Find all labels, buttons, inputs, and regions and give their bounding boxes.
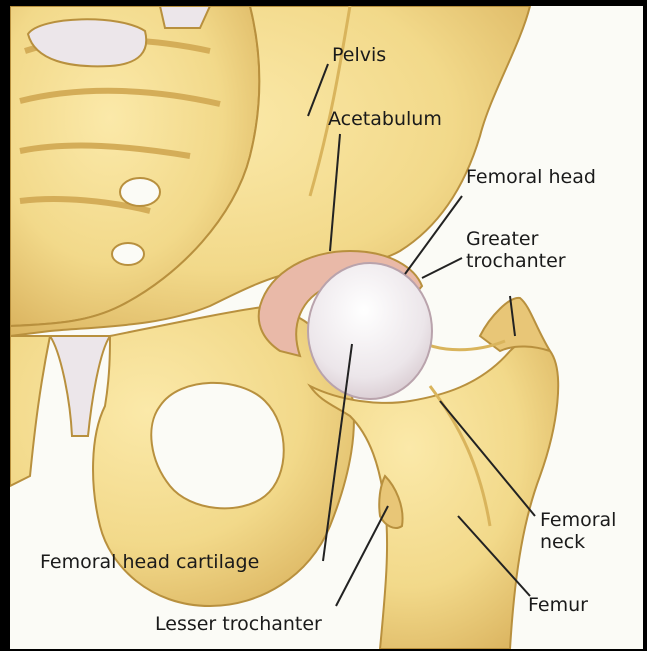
greater-trochanter [480,298,550,351]
label-pelvis: Pelvis [332,44,386,66]
label-femoral-head-cartilage: Femoral head cartilage [40,551,259,573]
label-femoral-neck: Femoral neck [540,509,630,553]
label-femoral-head: Femoral head [466,166,596,188]
label-femur: Femur [528,594,588,616]
label-greater-trochanter: Greater trochanter [466,228,576,272]
label-lesser-trochanter: Lesser trochanter [155,613,322,635]
femoral-head [308,263,432,399]
label-acetabulum: Acetabulum [328,108,442,130]
